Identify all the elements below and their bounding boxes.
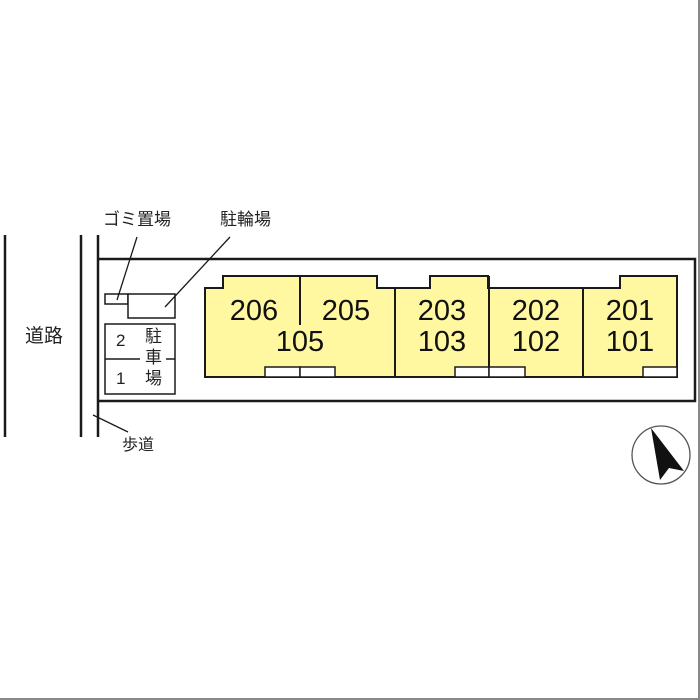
unit-number: 206: [229, 295, 279, 327]
parking-space-number: 2: [116, 331, 126, 350]
unit-number: 203: [417, 295, 467, 327]
parking-space-number: 1: [116, 369, 126, 388]
sidewalk-leader-line: [92, 414, 129, 433]
sidewalk-label: 歩道: [122, 435, 155, 454]
parking-label-char: 場: [145, 369, 162, 389]
unit-number: 101: [605, 326, 655, 358]
entrance-box: [488, 366, 526, 378]
unit-number: 205: [321, 295, 371, 327]
entrance-box: [642, 366, 678, 378]
bicycle-parking-area: [127, 293, 176, 319]
unit-number: 201: [605, 295, 655, 327]
road-label: 道路: [25, 325, 64, 347]
entrance-box: [299, 366, 336, 378]
entrance-box: [454, 366, 490, 378]
unit-number: 103: [417, 326, 467, 358]
bicycle-parking-label: 駐輪場: [220, 210, 271, 230]
unit-number: 202: [511, 295, 561, 327]
image-frame: [698, 0, 700, 700]
bicycle-leader-line: [164, 236, 231, 308]
garbage-leader-line: [116, 236, 138, 301]
unit-number: 105: [275, 326, 325, 358]
parking-label-char: 車: [145, 348, 162, 368]
garbage-label: ゴミ置場: [103, 210, 171, 230]
image-frame: [0, 698, 700, 700]
unit-number: 102: [511, 326, 561, 358]
parking-label-char: 駐: [145, 327, 162, 347]
entrance-box: [264, 366, 301, 378]
north-arrow-icon: [631, 425, 691, 485]
lot-boundary: [98, 257, 697, 403]
garbage-area: [104, 293, 129, 305]
